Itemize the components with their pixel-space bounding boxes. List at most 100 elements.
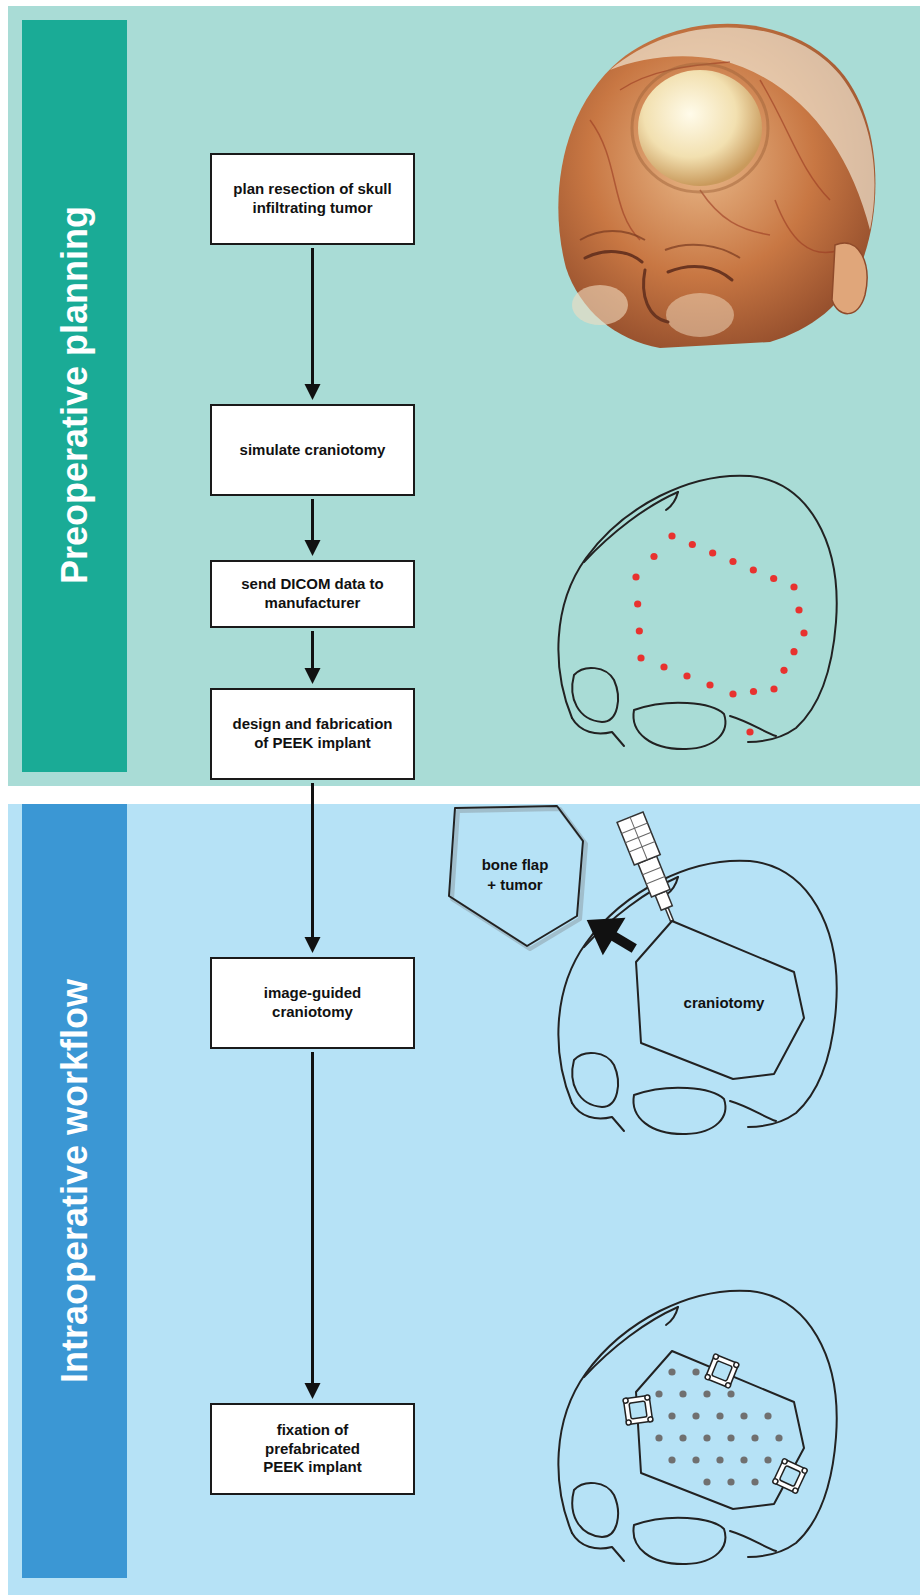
cut-dot [689, 541, 696, 548]
panel-band [22, 20, 127, 772]
skull-drawing [558, 476, 836, 749]
region-label: craniotomy [649, 993, 799, 1013]
box-label: send DICOM data to manufacturer [224, 575, 401, 613]
cut-dot [780, 667, 787, 674]
implant-hole [679, 1390, 686, 1397]
arrow-line [311, 248, 314, 387]
arrow-head [305, 937, 321, 953]
cut-dot [706, 681, 713, 688]
head-render [558, 24, 875, 348]
arrow-line [311, 1052, 314, 1386]
skull-drawing [558, 861, 836, 1134]
cut-dot [668, 532, 675, 539]
cut-dot [683, 672, 690, 679]
process-box: simulate craniotomy [210, 404, 415, 496]
cut-dot [790, 583, 797, 590]
box-label: design and fabrication of PEEK implant [224, 715, 401, 753]
outline [449, 806, 583, 946]
implant-hole [668, 1456, 675, 1463]
flow-arrow [305, 499, 321, 556]
planned-cut-dots [632, 532, 807, 735]
implant-hole [764, 1456, 771, 1463]
panel-ground [8, 804, 920, 1595]
process-box: send DICOM data to manufacturer [210, 560, 415, 628]
implant-hole [751, 1434, 758, 1441]
implant-holes [655, 1368, 782, 1485]
cut-dot [770, 575, 777, 582]
workflow-panel: Intraoperative workflow bone flap + tumor… [8, 804, 920, 1595]
cut-dot [632, 573, 639, 580]
implant-hole [668, 1368, 675, 1375]
arrow-line [311, 783, 314, 940]
implant-hole [679, 1434, 686, 1441]
flow-arrow [305, 783, 321, 953]
cut-dot [636, 627, 643, 634]
skull-drawing [558, 1291, 836, 1564]
cut-dot [729, 690, 736, 697]
implant-hole [727, 1478, 734, 1485]
cut-dot [790, 648, 797, 655]
region-label: bone flap + tumor [476, 855, 554, 894]
outline-shadow [452, 809, 586, 949]
implant-hole [668, 1412, 675, 1419]
arrow-head [305, 668, 321, 684]
process-box: fixation of prefabricated PEEK implant [210, 1403, 415, 1495]
cut-dot [746, 728, 753, 735]
arrow-line [311, 499, 314, 543]
implant-hole [692, 1456, 699, 1463]
arrow-head [305, 540, 321, 556]
implant-hole [703, 1478, 710, 1485]
box-label: fixation of prefabricated PEEK implant [254, 1421, 372, 1477]
panel-title: Preoperative planning [54, 206, 96, 584]
illustration-region: craniotomy [636, 921, 804, 1079]
process-box: image-guided craniotomy [210, 957, 415, 1049]
cut-dot [750, 688, 757, 695]
flow-arrow [587, 918, 635, 956]
implant-hole [740, 1412, 747, 1419]
cut-dot [800, 629, 807, 636]
implant-hole [692, 1412, 699, 1419]
implant-hole [727, 1390, 734, 1397]
cut-dot [770, 685, 777, 692]
arrow-head [587, 918, 626, 956]
process-box: plan resection of skull infiltrating tum… [210, 153, 415, 245]
outline [636, 921, 804, 1079]
box-label: image-guided craniotomy [233, 984, 393, 1022]
process-box: design and fabrication of PEEK implant [210, 688, 415, 780]
box-label: simulate craniotomy [240, 441, 386, 460]
implant-hole [703, 1434, 710, 1441]
implant-hole [751, 1478, 758, 1485]
implant-hole [692, 1368, 699, 1375]
panel-ground [8, 6, 920, 786]
implant-hole [775, 1434, 782, 1441]
arrow-line [311, 631, 314, 671]
cut-dot [660, 663, 667, 670]
flow-arrow [305, 631, 321, 684]
illustration-region: bone flap + tumor [445, 806, 585, 948]
box-label: plan resection of skull infiltrating tum… [224, 180, 401, 218]
implant-hole [740, 1456, 747, 1463]
flow-arrow [305, 248, 321, 400]
cut-dot [709, 549, 716, 556]
implant-hole [716, 1456, 723, 1463]
implant-hole [655, 1390, 662, 1397]
drill-symbol [617, 812, 685, 926]
implant-hole [655, 1434, 662, 1441]
implant-hole [703, 1390, 710, 1397]
cut-dot [729, 558, 736, 565]
arrow-head [305, 384, 321, 400]
workflow-panel: Preoperative planning plan resection of s… [8, 6, 920, 786]
implant-hole [764, 1412, 771, 1419]
cut-dot [750, 566, 757, 573]
cut-dot [650, 553, 657, 560]
cut-dot [634, 600, 641, 607]
arrow-head [305, 1383, 321, 1399]
fixation-plates [623, 1353, 808, 1494]
panel-title: Intraoperative workflow [54, 979, 96, 1383]
cut-dot [795, 606, 802, 613]
panel-band [22, 804, 127, 1578]
implant-hole [716, 1412, 723, 1419]
